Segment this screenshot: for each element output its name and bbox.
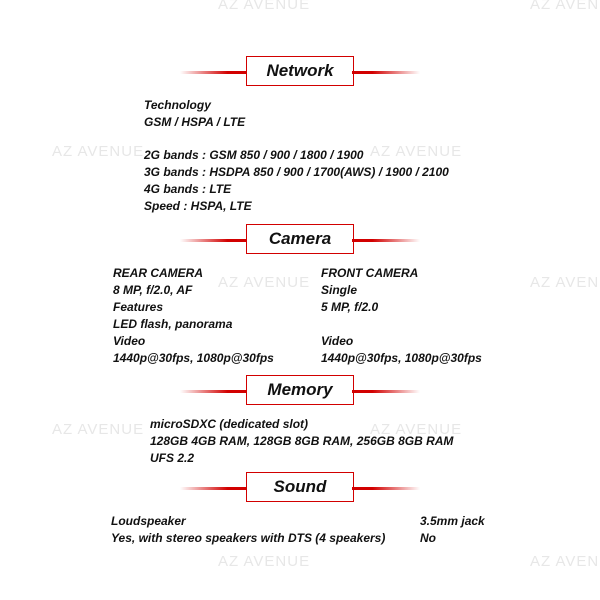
loudspeaker-value: Yes, with stereo speakers with DTS (4 sp…: [111, 531, 386, 545]
network-title: Network: [266, 61, 334, 80]
technology-value: GSM / HSPA / LTE: [144, 115, 246, 129]
rear-camera-heading: REAR CAMERA: [113, 266, 203, 280]
header-divider-left: [180, 390, 248, 393]
header-divider-left: [180, 71, 248, 74]
loudspeaker-label: Loudspeaker: [111, 514, 186, 528]
camera-section-header: Camera: [180, 224, 420, 256]
technology-label: Technology: [144, 98, 211, 112]
memory-section-header: Memory: [180, 375, 420, 407]
watermark-text: AZ AVENUE: [530, 553, 600, 570]
sound-title: Sound: [273, 477, 327, 496]
bands-3g: 3G bands : HSDPA 850 / 900 / 1700(AWS) /…: [144, 165, 449, 179]
network-speed: Speed : HSPA, LTE: [144, 199, 252, 213]
front-camera-heading: FRONT CAMERA: [321, 266, 419, 280]
memory-internal: 128GB 4GB RAM, 128GB 8GB RAM, 256GB 8GB …: [150, 434, 454, 448]
watermark-text: AZ AVENUE: [530, 0, 600, 13]
jack-label: 3.5mm jack: [420, 514, 485, 528]
header-box: Sound: [246, 472, 354, 502]
header-divider-left: [180, 239, 248, 242]
memory-storage-type: UFS 2.2: [150, 451, 195, 465]
header-divider-right: [352, 390, 420, 393]
header-divider-left: [180, 487, 248, 490]
front-video-value: 1440p@30fps, 1080p@30fps: [321, 351, 482, 365]
bands-4g: 4G bands : LTE: [144, 182, 232, 196]
watermark-text: AZ AVENUE: [52, 421, 145, 438]
watermark-text: AZ AVENUE: [530, 274, 600, 291]
front-camera-spec: 5 MP, f/2.0: [321, 300, 379, 314]
watermark-text: AZ AVENUE: [370, 421, 463, 438]
rear-video-label: Video: [113, 334, 146, 348]
front-video-label: Video: [321, 334, 354, 348]
jack-value: No: [420, 531, 436, 545]
watermark-text: AZ AVENUE: [370, 143, 463, 160]
front-camera-type: Single: [321, 283, 358, 297]
rear-camera-spec: 8 MP, f/2.0, AF: [113, 283, 193, 297]
network-section-header: Network: [180, 56, 420, 88]
bands-2g: 2G bands : GSM 850 / 900 / 1800 / 1900: [144, 148, 364, 162]
camera-title: Camera: [268, 229, 332, 248]
sound-section-header: Sound: [180, 472, 420, 504]
header-divider-right: [352, 239, 420, 242]
watermark-text: AZ AVENUE: [218, 0, 311, 13]
watermark-text: AZ AVENUE: [218, 274, 311, 291]
header-box: Memory: [246, 375, 354, 405]
memory-card-slot: microSDXC (dedicated slot): [150, 417, 309, 431]
header-divider-right: [352, 487, 420, 490]
watermark-text: AZ AVENUE: [218, 553, 311, 570]
rear-features-label: Features: [113, 300, 164, 314]
rear-video-value: 1440p@30fps, 1080p@30fps: [113, 351, 274, 365]
memory-title: Memory: [267, 380, 333, 399]
rear-features-value: LED flash, panorama: [113, 317, 233, 331]
header-box: Camera: [246, 224, 354, 254]
header-box: Network: [246, 56, 354, 86]
watermark-text: AZ AVENUE: [52, 143, 145, 160]
header-divider-right: [352, 71, 420, 74]
